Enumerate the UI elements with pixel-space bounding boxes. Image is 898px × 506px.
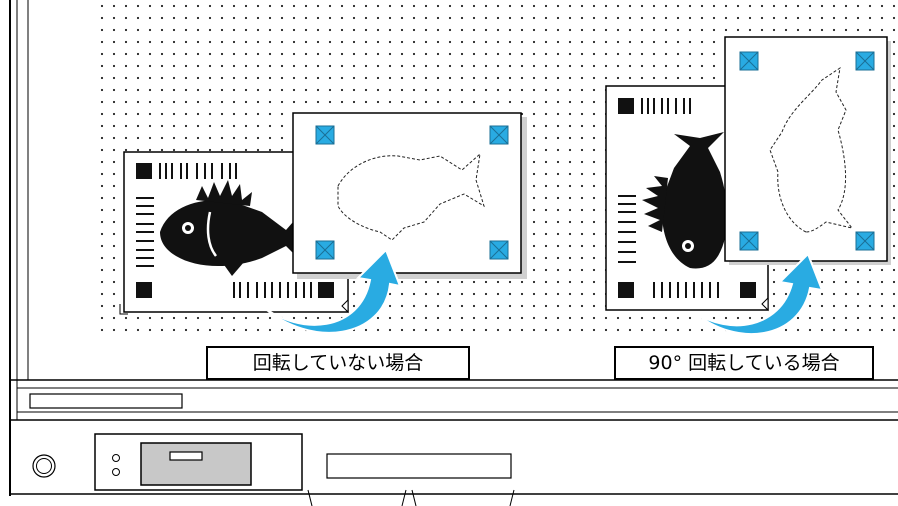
power-button-icon[interactable] [32, 454, 56, 478]
alignment-marker-icon [489, 125, 509, 145]
alignment-marker-icon [315, 125, 335, 145]
alignment-marker-icon [855, 231, 875, 251]
caption-not-rotated: 回転していない場合 [206, 346, 470, 380]
alignment-marker-icon [489, 240, 509, 260]
right-curved-arrow-icon [693, 252, 824, 336]
left-curved-arrow-icon [261, 248, 402, 334]
left-scan-preview [292, 112, 527, 279]
right-scan-preview [724, 36, 891, 265]
device-body [10, 433, 898, 506]
fish-icon [160, 180, 302, 276]
alignment-marker-icon [855, 51, 875, 71]
alignment-marker-icon [739, 51, 759, 71]
alignment-marker-icon [739, 231, 759, 251]
alignment-marker-icon [315, 240, 335, 260]
caption-rotated-90: 90° 回転している場合 [614, 346, 874, 380]
document-guide-slot [29, 393, 183, 409]
